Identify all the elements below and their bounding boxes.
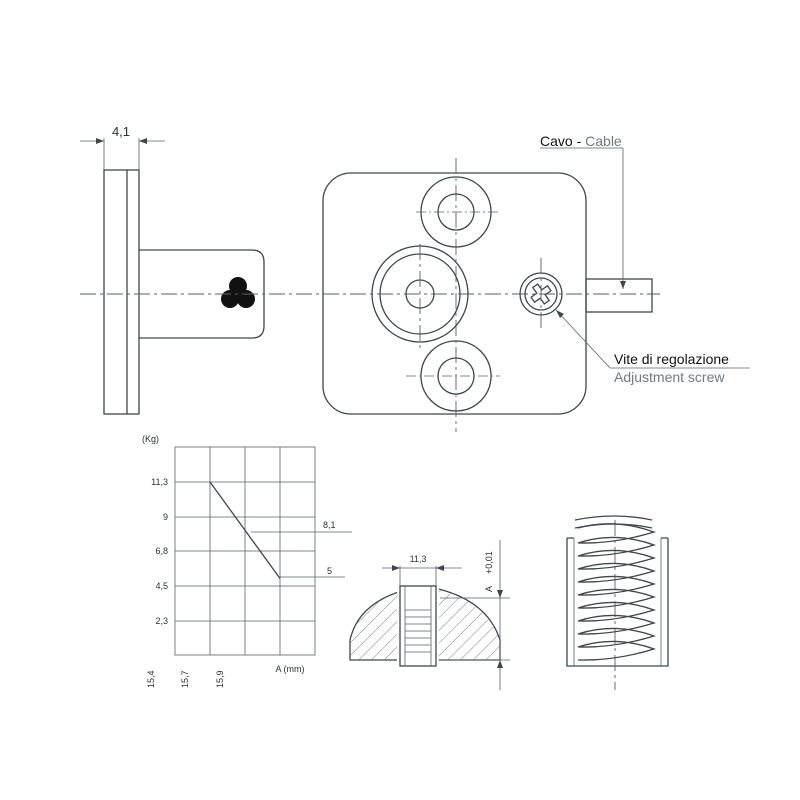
spring-view <box>566 515 669 690</box>
mounting-plate-side <box>103 169 140 415</box>
front-view <box>322 147 750 432</box>
spring-housing <box>566 537 669 667</box>
chart-y-tick: 6,8 <box>155 546 168 556</box>
thickness-dimension: 4,1 <box>112 124 130 139</box>
chart-x-tick: 15,4 <box>146 670 156 688</box>
spring-coil-path <box>577 523 657 661</box>
thread-icon <box>405 609 431 653</box>
tolerance-dimension: +0,01 <box>484 551 494 574</box>
chart-y-tick: 2,3 <box>155 616 168 626</box>
center-boss <box>371 245 469 343</box>
spring-coil-icon <box>574 515 657 661</box>
chart-x-tick: 15,9 <box>215 670 225 688</box>
chart-x-tick: 15,7 <box>180 670 190 688</box>
chart-grid <box>174 446 316 656</box>
cable-clamp-icon <box>221 277 255 308</box>
section-view: 11,3 A +0,01 <box>349 540 510 690</box>
hole-width-dimension: 11,3 <box>410 554 427 564</box>
chart-y-ticks: 11,3 9 6,8 4,5 2,3 <box>151 477 168 626</box>
axis-a-dimension: A <box>484 586 494 592</box>
annotation-5: 5 <box>327 566 332 576</box>
chart-series-line <box>209 481 281 579</box>
chart-y-tick: 9 <box>163 512 168 522</box>
screw-label-it: Vite di regolazione <box>614 351 729 367</box>
annotation-8-1: 8,1 <box>323 520 336 530</box>
chart-y-label: (Kg) <box>142 434 159 444</box>
screw-label-en: Adjustment screw <box>614 369 725 385</box>
side-view: 4,1 <box>80 124 265 415</box>
chart-x-ticks: 15,4 15,7 15,9 <box>146 670 225 688</box>
cable-label: Cavo - Cable <box>540 133 622 149</box>
screw-bore <box>399 585 437 667</box>
chart-y-tick: 11,3 <box>151 477 168 487</box>
chart-x-label: A (mm) <box>276 664 305 674</box>
cable <box>585 278 653 313</box>
screw-leader <box>555 309 611 369</box>
chart-series <box>209 481 281 579</box>
chart-y-tick: 4,5 <box>155 581 168 591</box>
spring-top-coil <box>574 515 653 529</box>
